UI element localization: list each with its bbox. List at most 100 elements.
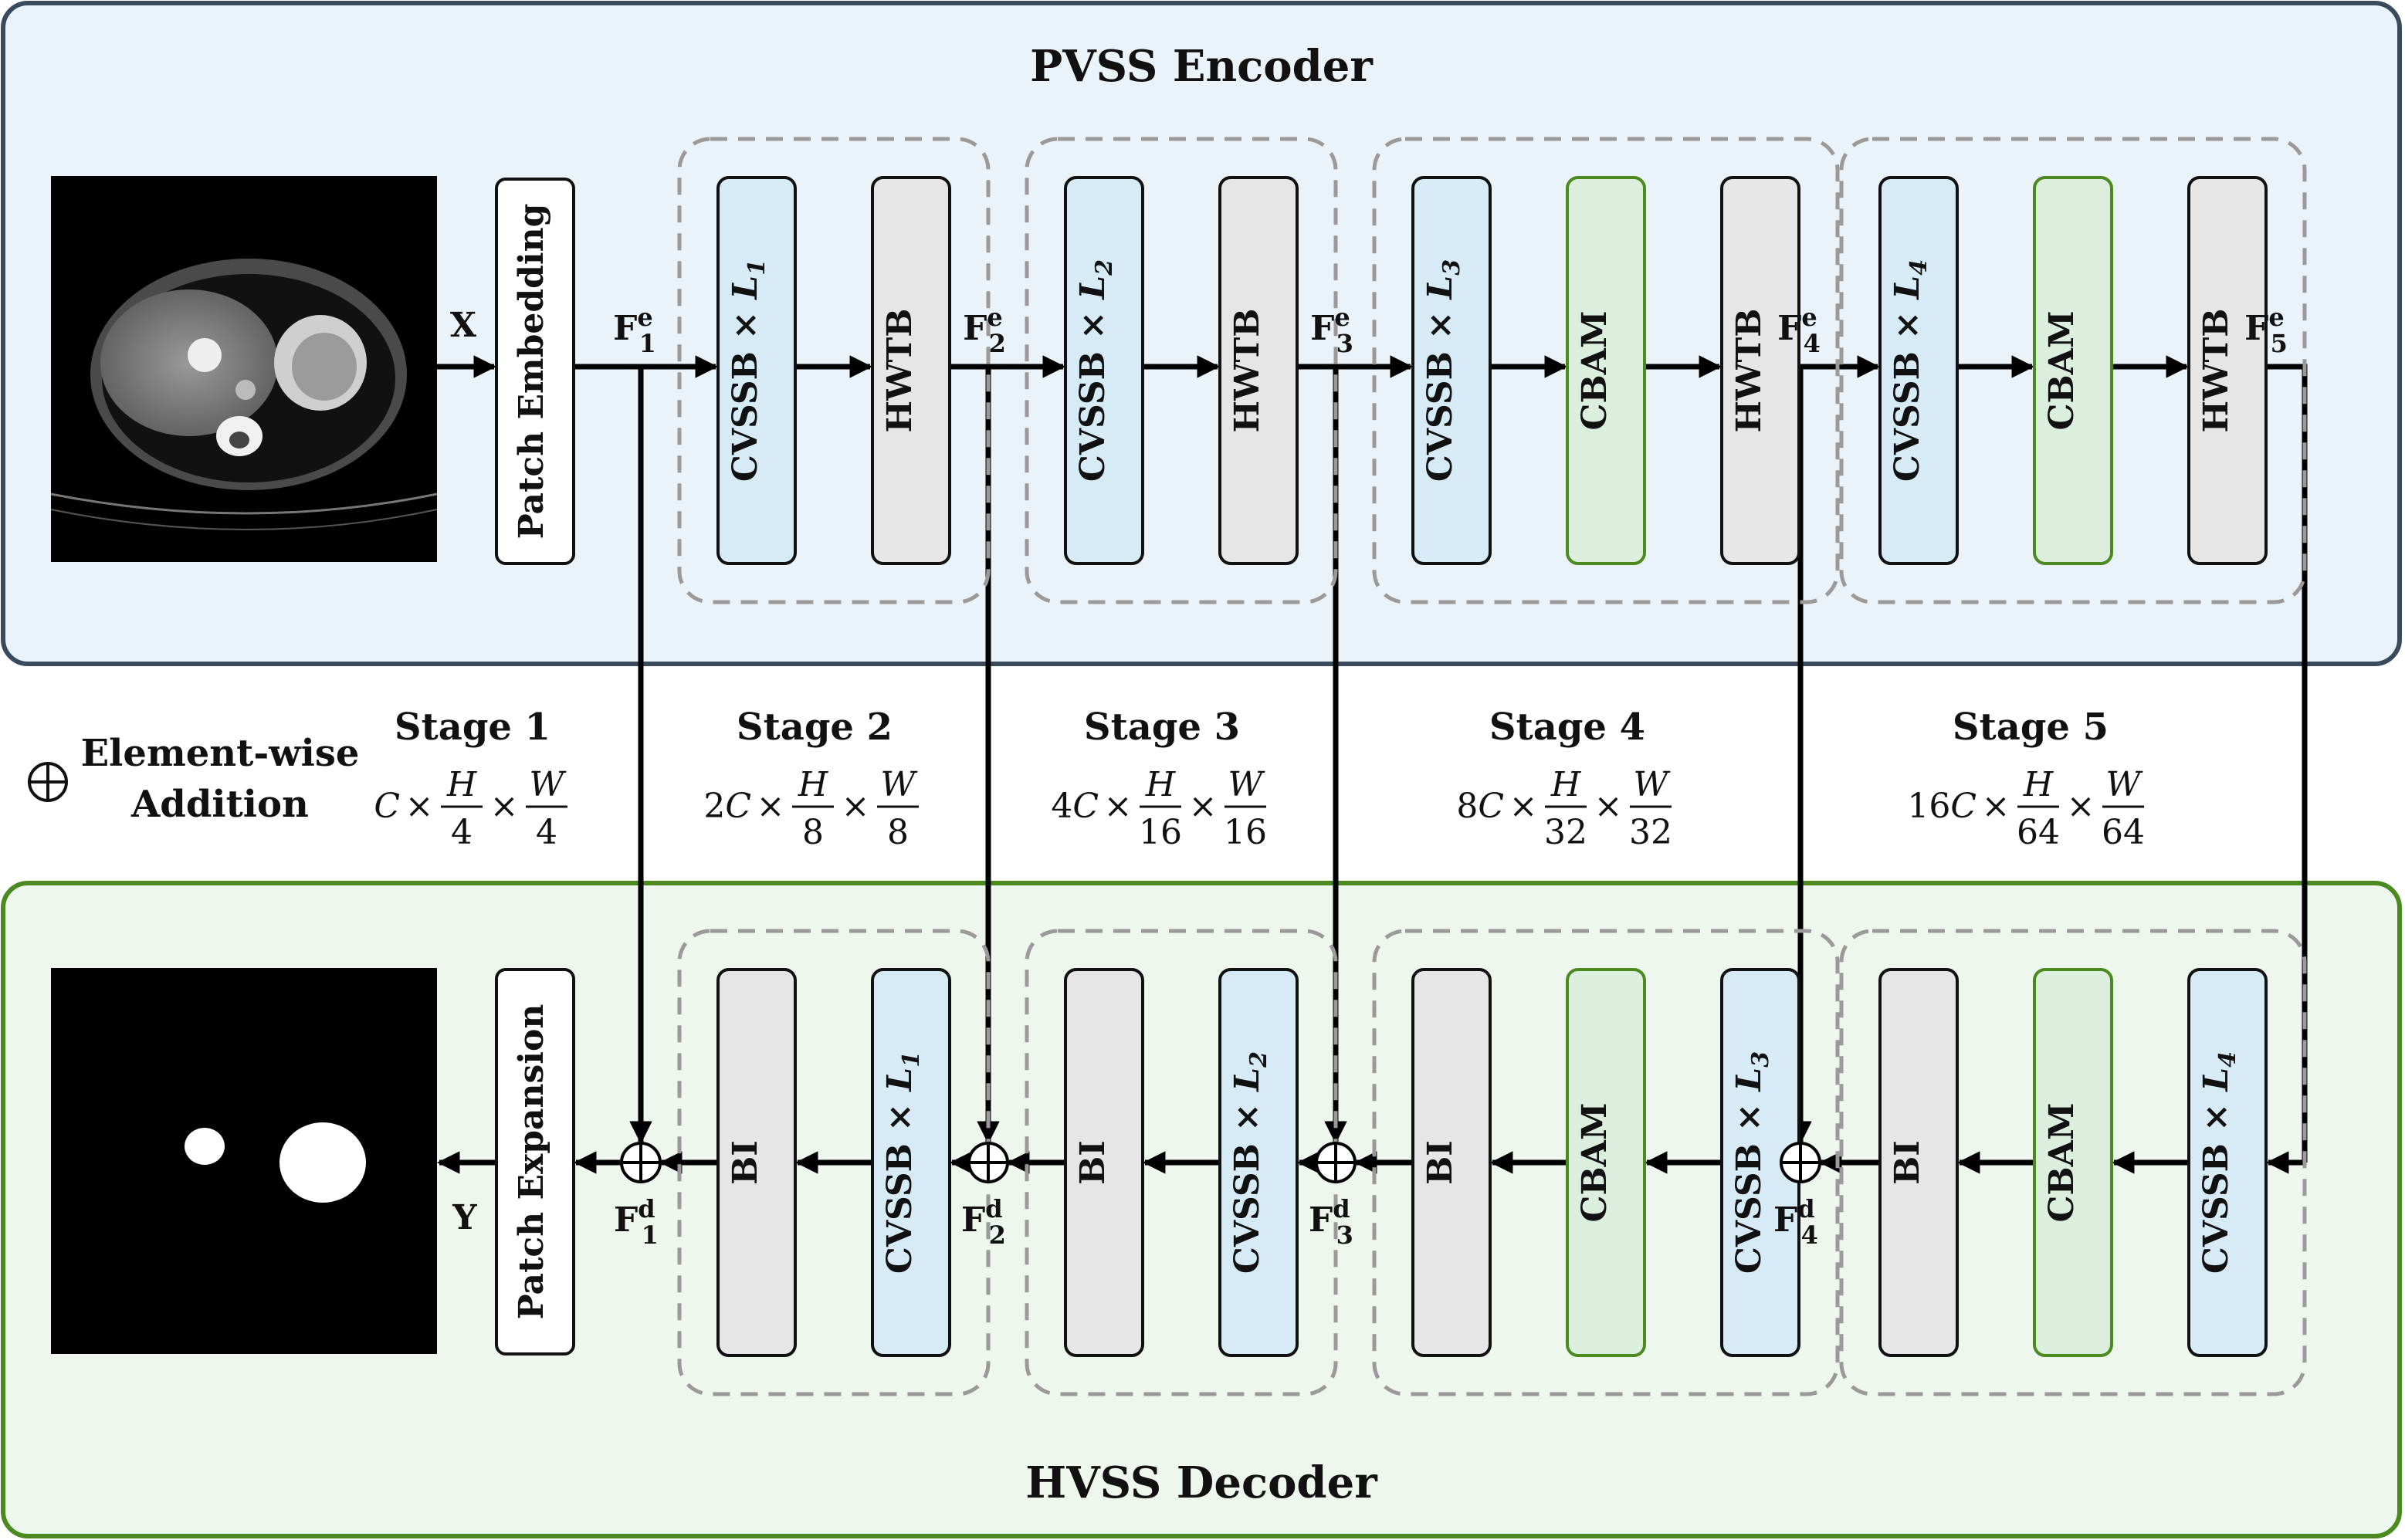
cvssb-label: CVSSB × L4 [1888,259,1932,482]
segmentation-output-image [51,968,437,1354]
bi-block: BI [1878,968,1959,1357]
dashed-stage-outline [1839,137,2307,604]
adders [620,1142,1821,1183]
width-fraction-denominator: 8 [887,813,909,852]
cbam-label: CBAM [2042,1102,2082,1222]
times-symbol: × [842,787,870,826]
cvssb-block: CVSSB × L4 [2187,968,2268,1357]
encoder-stage-1-group: CVSSB × L1 HWTB [677,137,991,604]
times-symbol: × [490,787,519,826]
patch-expansion-label: Patch Expansion [512,1004,551,1320]
addition-node-2 [967,1142,1009,1183]
bi-label: BI [726,1140,765,1185]
height-fraction-numerator: H [1550,765,1582,804]
cbam-block: CBAM [1566,176,1646,565]
width-fraction-denominator: 16 [1224,813,1267,852]
cvssb-label: CVSSB × L3 [1729,1051,1774,1274]
hwtb-block: HWTB [1720,176,1800,565]
ct-input-image [50,176,438,562]
cvssb-block: CVSSB × L2 [1218,968,1299,1357]
bi-block: BI [716,968,797,1357]
patch-embedding-block: Patch Embedding [495,178,575,565]
stage-name: Stage 2 [737,706,893,749]
cbam-block: CBAM [1566,968,1646,1357]
height-fraction-denominator: 32 [1544,813,1587,852]
channel-expression: 8C [1456,787,1504,826]
height-fraction-numerator: H [798,765,829,804]
addition-node-1 [620,1142,662,1183]
stage-name: Stage 1 [395,706,550,749]
stage-3-info: Stage 34C×H16×W16 [1051,706,1267,852]
times-symbol: × [1189,787,1218,826]
addition-node-3 [1315,1142,1357,1183]
channel-expression: C [374,787,400,826]
stage-1-info: Stage 1C×H4×W4 [374,706,567,852]
times-symbol: × [405,787,434,826]
dashed-stage-outline [1372,929,1840,1396]
dashed-stage-outline [1839,929,2307,1396]
height-fraction-numerator: H [2023,765,2054,804]
times-symbol: × [1594,787,1623,826]
dashed-stage-outline [1372,137,1840,604]
cvssb-block: CVSSB × L1 [871,968,951,1357]
height-fraction-numerator: H [446,765,478,804]
patch-expansion-block: Patch Expansion [495,968,575,1356]
width-fraction-denominator: 32 [1629,813,1672,852]
height-fraction-numerator: H [1145,765,1177,804]
times-symbol: × [1509,787,1538,826]
times-symbol: × [757,787,785,826]
height-fraction-denominator: 4 [451,813,473,852]
dashed-stage-outline [677,137,991,604]
width-fraction-numerator: W [1228,765,1265,804]
encoder-blocks: CVSSB × L1 HWTB CVSSB × L2 HWTB CVSSB × L3 CB… [677,137,2307,604]
channel-expression: 16C [1907,787,1977,826]
dashed-stage-outline [677,929,991,1396]
addition-node-4 [1780,1142,1821,1183]
cbam-label: CBAM [1575,310,1614,430]
stage-name: Stage 3 [1084,706,1240,749]
stage-name: Stage 5 [1953,706,2109,749]
bi-label: BI [1073,1140,1113,1185]
hwtb-label: HWTB [880,309,920,433]
cvssb-label: CVSSB × L3 [1421,259,1465,482]
width-fraction-numerator: W [2105,765,2143,804]
legend-line-1: Element-wise [81,732,360,775]
decoder-stage-2-group: BI CVSSB × L2 [1025,929,1338,1396]
times-symbol: × [1104,787,1133,826]
hwtb-label: HWTB [2197,309,2236,433]
cvssb-label: CVSSB × L1 [726,259,771,482]
cvssb-label: CVSSB × L4 [2197,1051,2241,1274]
output-y-label: Y [452,1198,477,1237]
bi-block: BI [1411,968,1492,1357]
hwtb-block: HWTB [1218,176,1299,565]
decoder-stage-1-group: BI CVSSB × L1 [677,929,991,1396]
decoder-stage-3-group: BI CBAM CVSSB × L3 [1372,929,1840,1396]
encoder-stage-3-group: CVSSB × L3 CBAM HWTB [1372,137,1840,604]
times-symbol: × [2067,787,2095,826]
legend-element-wise-addition: Element-wise Addition [28,732,360,826]
cbam-label: CBAM [1575,1102,1614,1222]
cvssb-label: CVSSB × L1 [880,1051,925,1274]
patch-embedding-label: Patch Embedding [512,204,551,540]
decoder-blocks: BI CVSSB × L1 BI CVSSB × L2 BI CBAM CVSSB × L3… [677,929,2307,1396]
width-fraction-denominator: 64 [2102,813,2145,852]
height-fraction-denominator: 8 [802,813,824,852]
cvssb-block: CVSSB × L1 [716,176,797,565]
decoder-stage-4-group: BI CBAM CVSSB × L4 [1839,929,2307,1396]
cvssb-block: CVSSB × L2 [1064,176,1144,565]
stage-4-info: Stage 48C×H32×W32 [1456,706,1672,852]
stage-name: Stage 4 [1489,706,1645,749]
height-fraction-denominator: 16 [1139,813,1182,852]
width-fraction-numerator: W [1633,765,1671,804]
cvssb-block: CVSSB × L3 [1720,968,1800,1357]
